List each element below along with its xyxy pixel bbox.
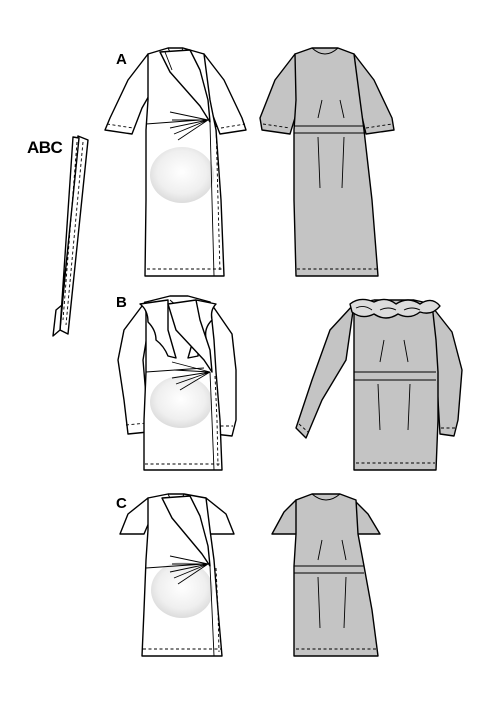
dress-c-front [119, 493, 235, 657]
dress-b-back [295, 298, 463, 471]
dress-a-back [259, 47, 395, 277]
dress-b-front [117, 295, 237, 471]
tie-belt-drawing [52, 135, 89, 337]
label-c: C [116, 495, 127, 512]
label-b: B [116, 294, 127, 311]
dress-a-front [104, 47, 247, 277]
label-abc: ABC [27, 138, 63, 157]
dress-c-back [271, 493, 381, 657]
label-a: A [116, 51, 127, 68]
